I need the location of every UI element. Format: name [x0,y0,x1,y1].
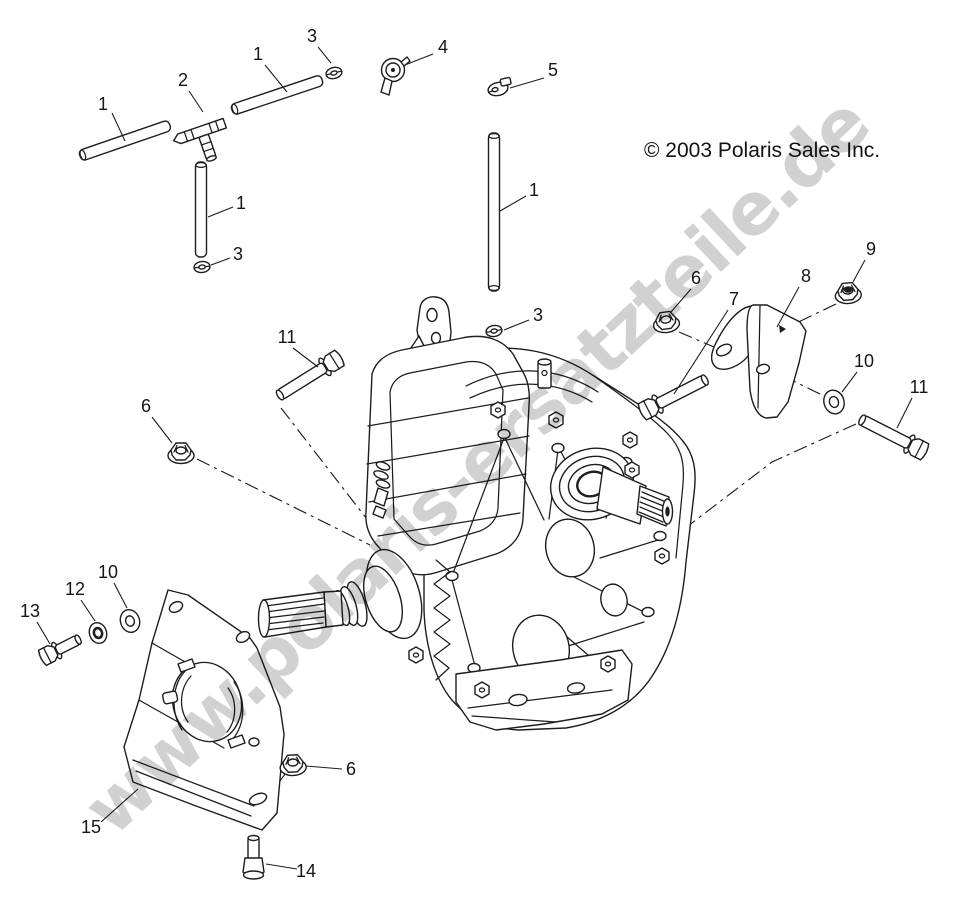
leader-line [673,309,729,395]
leader-line [503,319,530,331]
leader-line [188,90,204,113]
part-vent-hose-middle [194,161,208,258]
leader-line [207,206,234,218]
part-clamp-bottom [192,259,212,275]
callout-label: 4 [438,37,448,57]
part-bolt-11-left [271,347,347,406]
part-bracket-8 [710,304,807,419]
leader-line [404,53,434,66]
callout-label: 1 [236,193,246,213]
callout-label: 6 [346,759,356,779]
part-bracket-15 [123,589,285,831]
part-washer-12 [88,621,108,645]
callout-label: 10 [98,562,118,582]
part-flange-nut-6-bottom [278,753,308,777]
leader-line [113,582,128,609]
leader-line [36,621,51,645]
leader-line [670,288,692,313]
part-washer-10-left [119,608,141,634]
callout-label: 13 [20,601,40,621]
part-clamp-5 [487,76,512,97]
leader-line [776,286,800,328]
part-vent-hose-upper [229,73,325,116]
leader-line [111,112,126,142]
leader-line [264,64,288,93]
callout-label: 3 [533,305,543,325]
callout-label: 1 [98,94,108,114]
part-bolt-13 [36,629,86,668]
callout-label: 5 [548,60,558,80]
leader-line [317,46,332,64]
callout-label: 8 [801,266,811,286]
part-clamp-case [484,323,504,339]
callout-label: 6 [691,268,701,288]
leader-line [841,371,858,393]
callout-label: 15 [81,817,101,837]
leader-line [499,195,527,212]
leader-line [292,347,319,368]
part-flange-nut-9 [833,281,863,306]
part-vent-cap [380,56,411,96]
leader-line [509,77,545,89]
callout-label: 9 [866,239,876,259]
leader-line [852,259,866,283]
callout-label: 1 [253,44,263,64]
callout-label: 7 [729,289,739,309]
part-clamp-top [324,65,344,81]
callout-label: 10 [854,351,874,371]
callout-label: 3 [307,26,317,46]
leader-line [265,863,298,870]
part-flange-nut-6-right [651,309,682,335]
callout-label: 6 [141,396,151,416]
callout-label: 11 [910,377,929,397]
leader-line [80,599,96,622]
callout-label: 14 [296,861,316,881]
part-bolt-14 [242,834,265,880]
part-bolt-7 [635,369,713,423]
callout-label: 3 [233,244,243,264]
leader-line [151,416,173,444]
copyright-text: © 2003 Polaris Sales Inc. [644,139,881,162]
part-flange-nut-6-left [167,442,195,465]
leader-line [100,788,139,823]
leader-line [305,765,343,770]
callout-label: 11 [278,327,297,347]
callout-label: 12 [65,579,85,599]
part-vent-hose-right [487,132,501,292]
part-tee-fitting [172,117,228,162]
leader-line [210,257,231,266]
part-gearcase [257,296,696,731]
callout-label: 2 [178,70,188,90]
callout-label: 1 [529,180,539,200]
part-bolt-11-right [854,409,932,463]
part-washer-10-right [823,389,845,415]
leader-line [896,397,913,429]
